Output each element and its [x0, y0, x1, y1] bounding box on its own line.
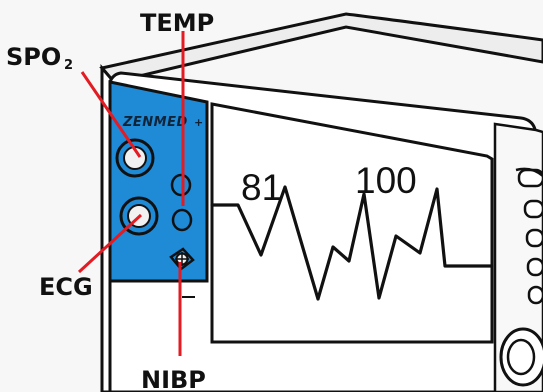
brand-plus-icon: + — [194, 116, 204, 129]
side-bezel — [493, 122, 543, 392]
display-screen — [210, 102, 494, 344]
waveform-trace — [210, 185, 494, 301]
spo2-leader-line — [80, 71, 142, 158]
spo2-port-inner — [123, 146, 147, 170]
ecg-leader-line — [77, 213, 143, 274]
control-knob — [499, 327, 543, 387]
temp-port-upper — [170, 173, 192, 197]
reading-81: 81 — [241, 167, 282, 208]
brand-logo: ZENMED — [122, 115, 188, 130]
temp-label: TEMP — [140, 9, 214, 37]
reading-100: 100 — [355, 160, 417, 201]
spo2-subscript: 2 — [64, 58, 73, 73]
nibp-label: NIBP — [141, 366, 206, 392]
housing-top — [99, 12, 543, 84]
nibp-port — [169, 247, 195, 271]
side-controls — [515, 167, 543, 305]
connector-panel — [108, 80, 209, 283]
spo2-label: SPO — [6, 43, 61, 71]
ecg-label: ECG — [39, 273, 93, 301]
temp-port-lower — [171, 208, 193, 232]
